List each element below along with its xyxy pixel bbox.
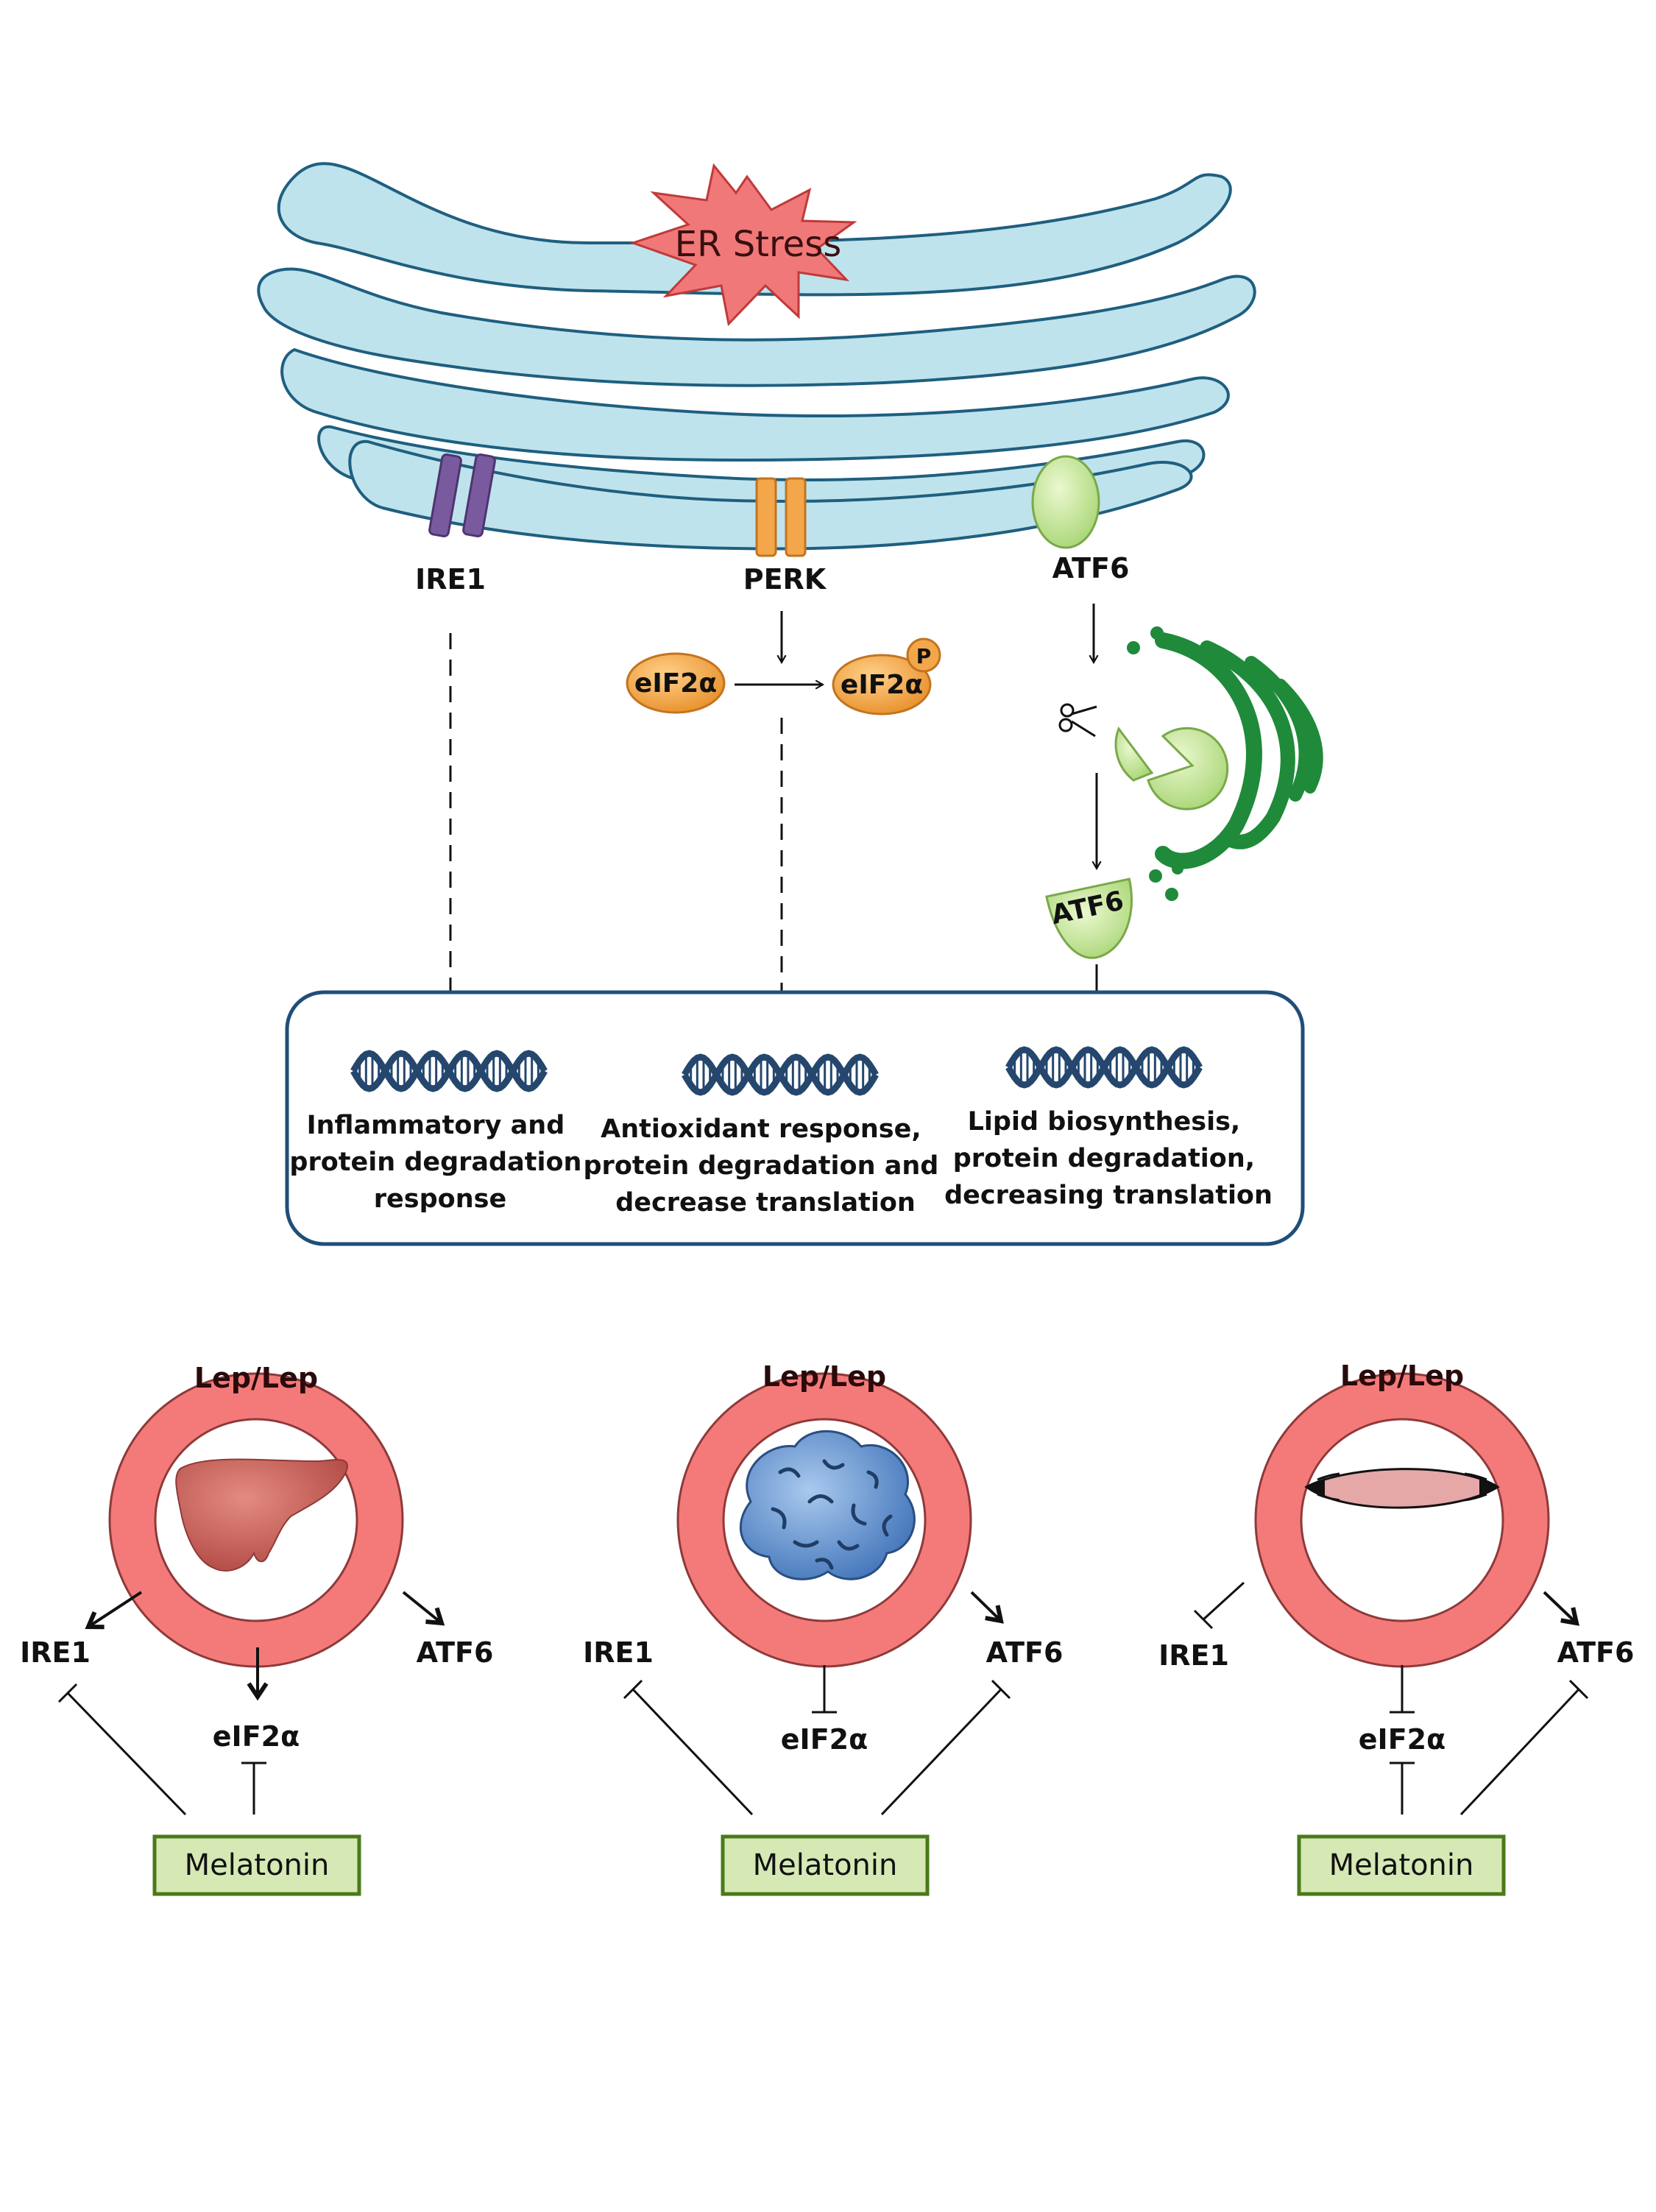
phosphate-badge (906, 637, 941, 673)
response-line: protein degradation (289, 1148, 581, 1177)
eif2a-phospho-label: eIF2α (841, 670, 923, 700)
response-line: decrease translation (615, 1188, 916, 1218)
response-line: protein degradation and (584, 1151, 939, 1181)
muscle-fiber-icon (1304, 1468, 1500, 1509)
melatonin-label: Melatonin (185, 1848, 330, 1882)
melatonin-box (1297, 1834, 1506, 1896)
response-ire1: Inflammatory and protein degradation res… (289, 1111, 590, 1214)
ring-label: Lep/Lep (194, 1362, 318, 1394)
ring-label: Lep/Lep (762, 1360, 886, 1393)
dna-icon (682, 1053, 879, 1096)
atf6-label: ATF6 (417, 1636, 494, 1669)
response-line: response (374, 1184, 506, 1214)
dna-icon (1005, 1046, 1203, 1089)
perk-receptor (755, 477, 807, 557)
atf6-cleaved-node: ATF6 (1045, 877, 1133, 959)
atf6-label: ATF6 (1557, 1636, 1635, 1669)
panel-muscle: Lep/Lep IRE1 ATF6 eIF2α Melatonin (1158, 1360, 1635, 1896)
eif2a-label: eIF2α (1359, 1723, 1446, 1756)
liver-icon (175, 1458, 348, 1572)
lep-lep-ring (1256, 1374, 1549, 1667)
dna-strand (1005, 1046, 1203, 1089)
panel-adipose: Lep/Lep IRE1 ATF6 eIF2α (583, 1360, 1064, 1896)
endoplasmic-reticulum (257, 162, 1256, 551)
eif2a-node: eIF2α (626, 652, 726, 714)
dna-strand (350, 1050, 548, 1092)
atf6-receptor (1031, 455, 1100, 549)
melatonin-box (152, 1834, 361, 1896)
ire1-label: IRE1 (1158, 1639, 1229, 1672)
response-line: protein degradation, (953, 1144, 1255, 1173)
response-line: decreasing translation (944, 1181, 1273, 1210)
melatonin-label: Melatonin (1329, 1848, 1474, 1882)
response-line: Antioxidant response, (601, 1114, 921, 1144)
perk-label: PERK (743, 563, 827, 596)
ire1-label: IRE1 (20, 1636, 91, 1669)
golgi-apparatus (1127, 626, 1323, 901)
adipocyte-icon (739, 1430, 916, 1580)
atf6-cleavage (1114, 726, 1229, 810)
panel-liver: Lep/Lep IRE1 ATF6 eIF2α Melatonin (20, 1362, 494, 1896)
melatonin-box (721, 1834, 930, 1896)
er-stress-burst: ER Stress (629, 163, 857, 327)
melatonin-label: Melatonin (753, 1848, 898, 1882)
ire1-label: IRE1 (415, 563, 486, 596)
phosphate-label: P (916, 644, 932, 668)
er-stress-label: ER Stress (675, 224, 841, 265)
eif2a-label: eIF2α (781, 1723, 868, 1756)
eif2a-label: eIF2α (213, 1720, 300, 1753)
dna-strand (682, 1053, 879, 1096)
eif2a-phospho-node: eIF2α P (832, 637, 941, 715)
atf6-label: ATF6 (986, 1636, 1064, 1669)
eif2a-label: eIF2α (634, 668, 717, 699)
response-line: Inflammatory and (307, 1111, 565, 1140)
ire1-label: IRE1 (583, 1636, 654, 1669)
response-perk: Antioxidant response, protein degradatio… (584, 1114, 948, 1218)
atf6-label: ATF6 (1052, 552, 1130, 584)
ring-label: Lep/Lep (1340, 1360, 1464, 1392)
response-line: Lipid biosynthesis, (968, 1107, 1241, 1137)
dna-icon (350, 1050, 548, 1092)
ire1-receptor (428, 453, 496, 537)
scissors-icon (1058, 703, 1097, 738)
response-atf6: Lipid biosynthesis, protein degradation,… (944, 1107, 1273, 1210)
